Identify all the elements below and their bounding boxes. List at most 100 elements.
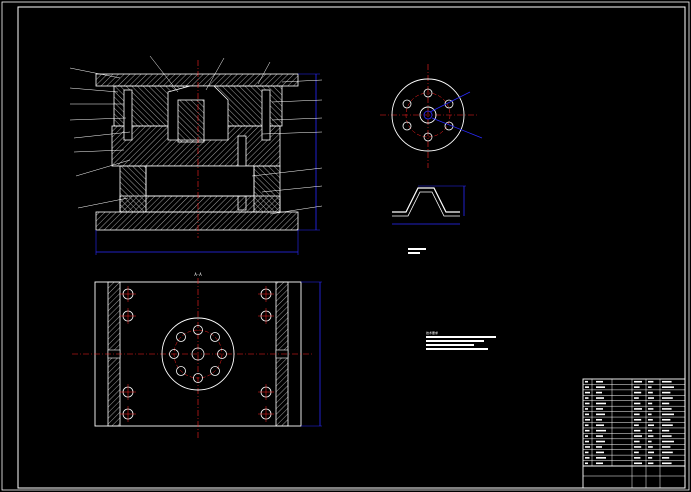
part-holes [402,88,454,142]
title-block-cell-text [634,408,642,410]
title-block-cell-text [634,435,642,437]
section-label: A-A [194,272,202,277]
title-block-cell-text [596,408,603,410]
title-block-cell-text [648,380,654,383]
title-block-cell-text [596,429,606,432]
title-block-cell-text [585,435,588,437]
title-block-cell-text [585,462,588,465]
title-block-cell-text [634,380,642,383]
title-block-cell-text [634,451,639,454]
title-block-cell-text [648,435,654,437]
title-block-cell-text [648,451,654,454]
title-block-cell-text [648,440,652,443]
title-block-cell-text [634,413,640,416]
title-block-cell-text [585,408,588,410]
title-block-cell-text [662,424,673,427]
title-block-cell-text [585,418,590,421]
flange-pcd [173,329,223,379]
leader-lines-top [149,55,271,93]
title-block-cell-text [585,446,590,448]
title-block-cell-text [648,429,653,432]
title-block-cell-text [634,391,642,394]
flange-outer [161,317,235,391]
title-block-cell-text [634,429,641,432]
support-leg-left [119,165,147,213]
title-block-cell-text [585,380,588,383]
title-block-cell-text [662,386,674,388]
title-block-cell-text [596,446,602,448]
notes-title: 技术要求 [426,330,438,335]
title-block-cell-text [662,440,674,443]
part-profile [392,187,460,213]
title-block-cell-text [596,435,603,437]
title-block-cell-text [585,386,589,388]
plan-view: A-A [72,272,322,440]
technical-notes: 技术要求 [426,330,496,350]
title-block-cell-text [634,457,641,459]
title-block-cell-text [596,386,605,388]
title-block-cell-text [596,462,603,465]
title-block-cell-text [585,429,590,432]
title-block-cell-text [648,386,652,388]
title-block-cell-text [634,402,641,405]
title-block-cell-text [648,457,653,459]
title-block-cell-text [648,402,653,405]
leader-lines-left [69,67,131,209]
title-block-cell-text [648,413,652,416]
title-block-cell-text [662,408,672,410]
top-plate [95,73,299,87]
title-block-cell-text [585,457,590,459]
title-block-cell-text [634,462,642,465]
title-block-cell-text [648,462,654,465]
inner-border [17,6,686,489]
title-block-cell-text [662,451,673,454]
title-block-cell-text [662,462,672,465]
title-block-cell-text [634,440,640,443]
title-block-cell-text [585,397,589,399]
part-top-view [380,64,483,168]
base-plate [95,211,299,231]
title-block-cell-text [662,391,671,394]
title-block-cell-text [662,413,674,416]
title-block-cell-text [648,418,653,421]
title-block-cell-text [596,391,602,394]
title-block-cell-text [634,424,639,427]
title-block-cell-text [634,446,642,448]
part-outer [391,78,465,152]
guide-pillar-right [261,89,271,141]
title-block-cell-text [585,451,589,454]
title-block-cell-text [596,402,606,405]
punch [177,99,205,143]
title-block-cell-text [662,457,670,459]
title-block-cell-text [662,435,672,437]
title-block-cell-text [596,397,604,399]
leader-lines-right [251,79,323,215]
title-block-cell-text [648,424,654,427]
title-block-cell-text [585,402,590,405]
title-block-cell-text [662,380,672,383]
title-block-cell-text [596,380,603,383]
title-block-cell-text [585,440,589,443]
title-block-cell-text [634,397,639,399]
title-block-cell-text [585,391,590,394]
title-block-cell-text [596,457,606,459]
title-block-cell-text [662,429,670,432]
title-block-cell-text [596,451,604,454]
support-leg-right [253,165,281,213]
title-block-cell-text [634,386,640,388]
title-block-cell-text [596,413,605,416]
title-block-cell-text [596,418,602,421]
title-block-cell-text [648,391,653,394]
part-profile-view [392,185,466,254]
title-block-cell-text [585,413,589,416]
title-block-cell-text [585,424,589,427]
title-block-cell-text [662,397,673,399]
title-block-cell-text [648,397,654,399]
lower-opening [145,165,255,197]
title-block-cell-text [662,446,671,448]
title-block-cell-text [596,424,604,427]
title-block [582,378,686,489]
title-block-cell-text [648,408,654,410]
